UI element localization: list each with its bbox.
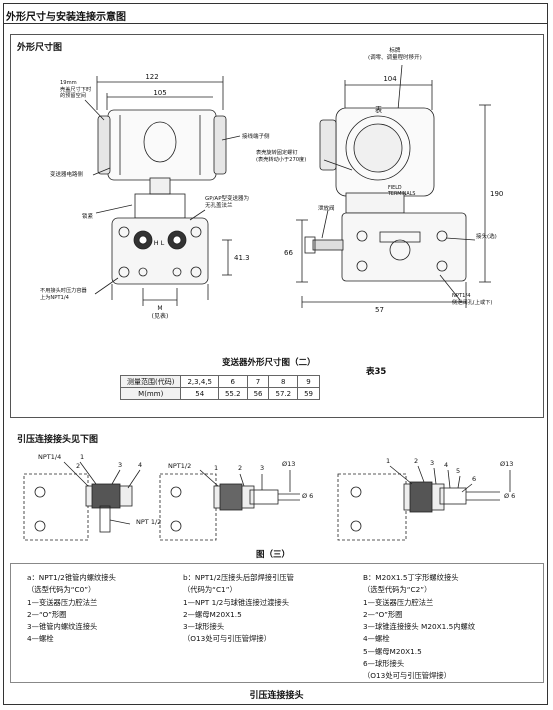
legend-column-b: b：NPT1/2压接头后部焊接引压管 （代码为“C1”） 1—NPT 1/2与球… <box>183 572 294 646</box>
label-field-terminals: FIELD TERMINALS <box>388 186 416 197</box>
label-lock: 锁紧 <box>82 214 94 220</box>
outline-drawings: 122 105 41.3 H L M (见表) 104 190 66 57 表 <box>84 64 503 320</box>
label-connector-optional: 接头(选) <box>476 234 497 240</box>
figure3-caption: 图（三） <box>256 550 291 560</box>
label-m-note: (见表) <box>152 312 169 320</box>
conn-c-n4: 4 <box>444 461 448 469</box>
conn-c-d13: Ø13 <box>500 460 513 468</box>
legend-line: 1—变送器压力腔法兰 <box>363 597 434 607</box>
legend-line: 6—球形接头 <box>363 659 405 669</box>
legend-line: 4—螺栓 <box>363 634 390 644</box>
conn-a-n4: 4 <box>138 461 142 469</box>
table-cell: 7 <box>246 375 270 388</box>
legend-line: 2—“O”形圈 <box>363 609 403 619</box>
page-title: 外形尺寸与安装连接示意图 <box>6 12 126 23</box>
conn-a-npt12: NPT 1/2 <box>136 518 161 526</box>
label-npt-drain: NPT1/4 侧泄阀孔(上或下) <box>452 293 493 306</box>
dim-104: 104 <box>383 75 397 83</box>
conn-c-n1: 1 <box>386 457 390 465</box>
legend-line: （选型代码为“C0”） <box>27 585 96 595</box>
legend-column-a: a：NPT1/2锥管内螺纹接头 （选型代码为“C0”） 1—变送器压力腔法兰 2… <box>27 572 116 646</box>
connection-section-footer-title: 引压连接接头 <box>249 691 304 701</box>
legend-line: B：M20X1.5丁字形螺纹接头 <box>363 573 459 582</box>
legend-line: 4—螺栓 <box>27 634 54 644</box>
label-nameplate: 标牌 (调零、调量程时移开) <box>368 48 422 61</box>
label-table-mark: 表 <box>375 105 382 114</box>
legend-column-c: B：M20X1.5丁字形螺纹接头 （选型代码为“C2”） 1—变送器压力腔法兰 … <box>363 572 475 683</box>
table-cell: M(mm) <box>119 387 182 400</box>
table-cell: 55.2 <box>217 387 248 400</box>
conn-b-npt: NPT1/2 <box>168 462 191 470</box>
table-cell: 6 <box>217 375 248 388</box>
conn-b-d6: Ø 6 <box>302 492 313 500</box>
legend-line: 2—“O”形圈 <box>27 609 67 619</box>
legend-line: 2—螺母M20X1.5 <box>183 609 242 619</box>
legend-line: 5—螺母M20X1.5 <box>363 646 422 656</box>
legend-line: 3—锥管内螺纹连接头 <box>27 622 98 632</box>
title-divider <box>3 23 548 24</box>
dim-41-3: 41.3 <box>234 254 250 262</box>
conn-b-n1: 1 <box>214 464 218 472</box>
legend-line: （代码为“C1”） <box>183 585 237 595</box>
legend-line: 1—变送器压力腔法兰 <box>27 597 98 607</box>
dim-57: 57 <box>375 306 384 314</box>
outline-dimension-panel <box>10 34 544 418</box>
conn-a-n3: 3 <box>118 461 122 469</box>
legend-line: b：NPT1/2压接头后部焊接引压管 <box>183 573 294 582</box>
conn-b-n3: 3 <box>260 464 264 472</box>
label-terminal-side: 接线端子侧 <box>242 134 270 140</box>
table-cell: 59 <box>297 387 320 400</box>
conn-c-n6: 6 <box>472 475 476 483</box>
table-label: 表35 <box>366 367 387 377</box>
dim-122: 122 <box>145 73 158 81</box>
conn-a-n2: 2 <box>76 462 80 470</box>
label-19mm: 19mm 壳盖尺寸下时 的预留空间 <box>60 80 92 99</box>
label-hl: H L <box>154 239 165 247</box>
section-connection-title: 引压连接接头见下图 <box>17 435 99 445</box>
connection-legend: a：NPT1/2锥管内螺纹接头 （选型代码为“C0”） 1—变送器压力腔法兰 2… <box>10 563 544 683</box>
conn-a-n1: 1 <box>80 453 84 461</box>
figure2-caption: 变送器外形尺寸图（二） <box>222 358 316 368</box>
legend-line: a：NPT1/2锥管内螺纹接头 <box>27 573 116 582</box>
label-vent-valve: 泄放阀 <box>318 206 335 212</box>
dim-105: 105 <box>153 89 166 97</box>
dim-190: 190 <box>490 190 503 198</box>
label-rotation-screw: 表壳旋转固定螺钉 (表壳转动小于270度) <box>256 150 307 163</box>
conn-a-npt14: NPT1/4 <box>38 453 61 461</box>
table-cell: 57.2 <box>268 387 299 400</box>
legend-line: 1—NPT 1/2与球锥连接过渡接头 <box>183 597 289 607</box>
page-frame <box>3 3 548 705</box>
legend-line: （选型代码为“C2”） <box>363 585 432 595</box>
legend-line: （O13处可与引压管焊接） <box>183 634 271 644</box>
connection-drawings: NPT1/4 NPT 1/2 1 2 3 4 NPT1/2 1 2 3 Ø13 … <box>23 453 515 541</box>
table-cell: 测量范围(代码) <box>119 375 182 388</box>
dim-66: 66 <box>284 249 293 257</box>
section-outline-title: 外形尺寸图 <box>17 43 63 53</box>
dimension-table: 测量范围(代码) 2,3,4,5 6 7 8 9 M(mm) 54 55.2 5… <box>119 375 320 400</box>
table-row: 测量范围(代码) 2,3,4,5 6 7 8 9 <box>119 375 320 388</box>
label-m: M <box>157 305 162 312</box>
conn-c-n3: 3 <box>430 459 434 467</box>
conn-b-n2: 2 <box>238 464 242 472</box>
conn-c-n2: 2 <box>414 457 418 465</box>
label-drain: 不用接头时压力容器 上为NPT1/4 <box>40 288 87 301</box>
table-cell: 2,3,4,5 <box>180 375 219 388</box>
legend-line: （O13处可与引压管焊接） <box>363 671 451 681</box>
legend-line: 3—球锥连接接头 M20X1.5内螺纹 <box>363 622 476 632</box>
conn-c-n5: 5 <box>456 467 460 475</box>
table-row: M(mm) 54 55.2 56 57.2 59 <box>119 387 320 400</box>
conn-c-d6: Ø 6 <box>504 492 515 500</box>
table-cell: 54 <box>180 387 219 400</box>
table-cell: 8 <box>268 375 299 388</box>
legend-line: 3—球形接头 <box>183 622 225 632</box>
table-cell: 9 <box>297 375 320 388</box>
table-cell: 56 <box>246 387 270 400</box>
conn-b-d13: Ø13 <box>282 460 295 468</box>
label-meter-side: 变送器电路侧 <box>50 172 84 178</box>
label-gp-ap: GP/AP型变送器为 无孔盖法兰 <box>205 196 250 209</box>
